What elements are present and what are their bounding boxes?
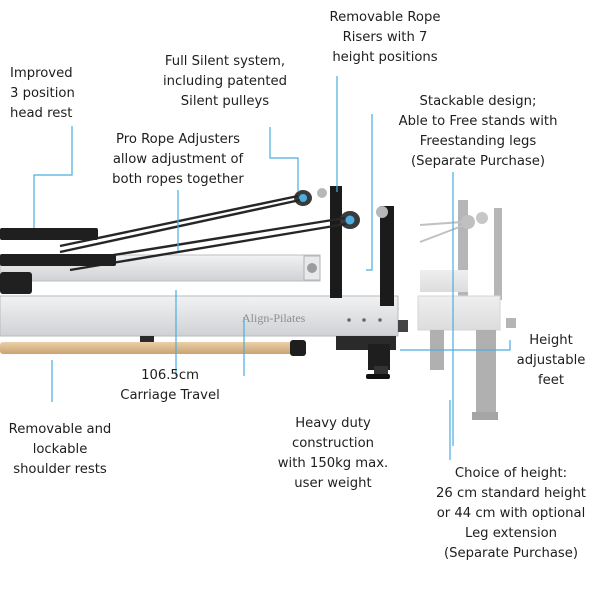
label-silent-system: Full Silent system, including patented S… (163, 54, 287, 109)
label-height-feet: Height adjustable feet (516, 333, 586, 388)
freestanding-unit-ghost (417, 200, 516, 420)
straps (0, 228, 116, 294)
callout-lines (33, 76, 511, 460)
label-construction: Heavy duty construction with 150kg max. … (277, 416, 389, 491)
ropes (59, 194, 347, 272)
frame-logo: Align-Pilates (242, 311, 306, 325)
label-rope-adjusters: Pro Rope Adjusters allow adjustment of b… (112, 132, 244, 187)
wooden-bar (0, 340, 306, 356)
reformer-frame (0, 254, 408, 379)
label-choice-height: Choice of height: 26 cm standard height … (436, 466, 586, 561)
label-head-rest: Improved 3 position head rest (10, 66, 75, 121)
rope-risers (294, 186, 394, 306)
label-shoulder-rests: Removable and lockable shoulder rests (8, 422, 112, 477)
label-stackable: Stackable design; Able to Free stands wi… (398, 94, 558, 169)
label-carriage-travel: 106.5cm Carriage Travel (120, 368, 220, 403)
label-rope-risers: Removable Rope Risers with 7 height posi… (329, 10, 441, 65)
